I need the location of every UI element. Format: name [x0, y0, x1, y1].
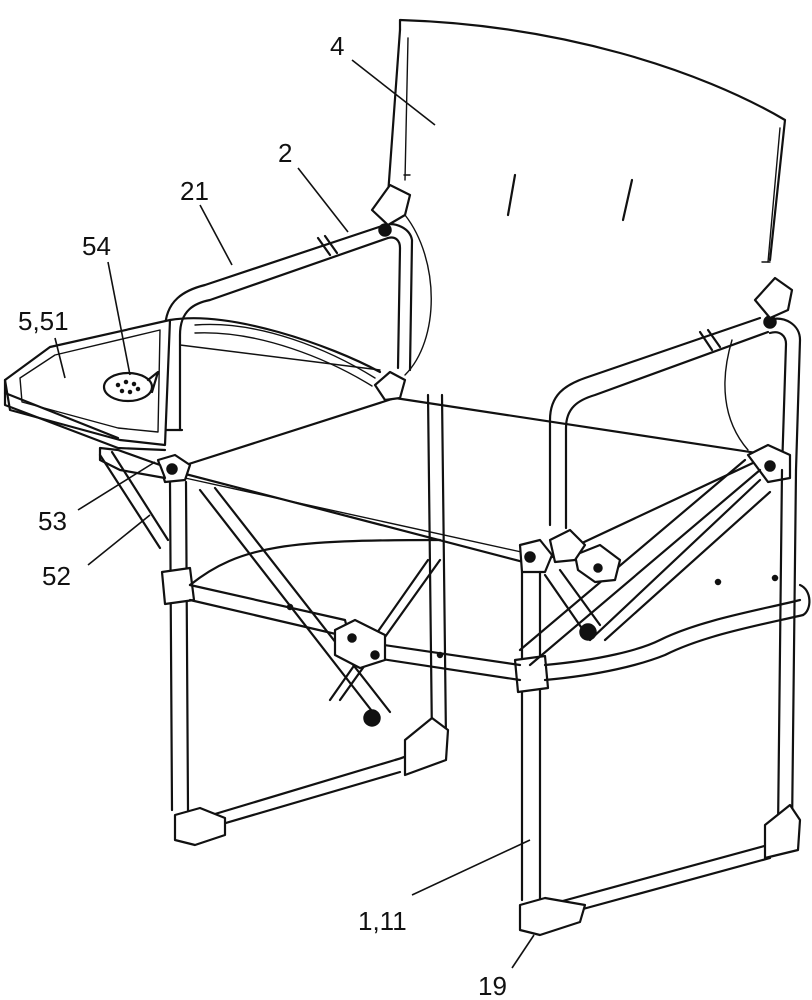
backrest	[388, 20, 785, 450]
frame	[162, 395, 809, 935]
label-table-brace: 52	[42, 561, 71, 591]
armrest-right	[550, 278, 800, 528]
label-cup-holder: 54	[82, 231, 111, 261]
leader-lines	[55, 60, 534, 968]
label-table-hinge: 53	[38, 506, 67, 536]
label-foot: 19	[478, 971, 507, 1000]
label-armrest-pad: 21	[180, 176, 209, 206]
label-frame: 1,11	[358, 906, 407, 936]
armrest-left	[165, 185, 412, 430]
label-armrest: 2	[278, 138, 292, 168]
label-backrest: 4	[330, 31, 344, 61]
label-side-table: 5,51	[18, 306, 69, 336]
